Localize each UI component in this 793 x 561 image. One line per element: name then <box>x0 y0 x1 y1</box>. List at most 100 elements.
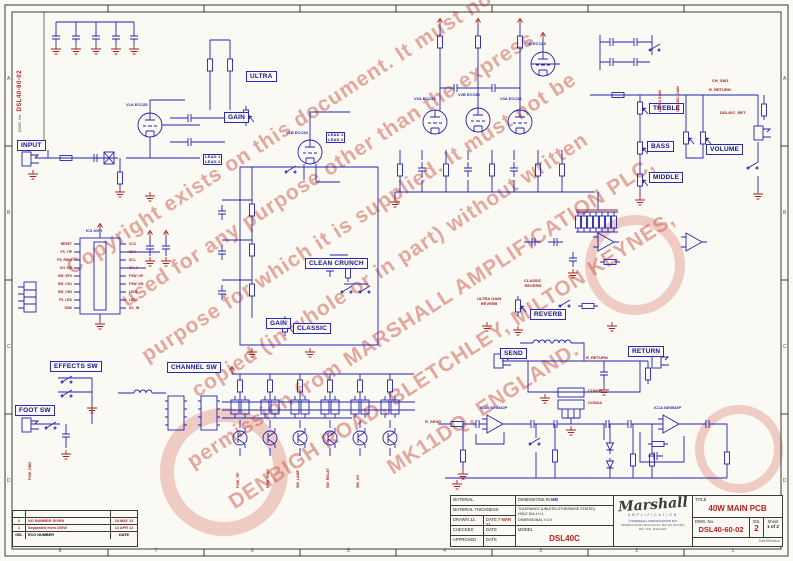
net-vert-ultra: ULTRA GAIN <box>658 90 662 112</box>
tb-drawn: DRAWN JJ. <box>451 516 484 526</box>
net-dsl40c-ret: DSL40C_RET <box>720 110 746 115</box>
part-v1b: V1B ECC83 <box>286 130 308 135</box>
tb-sheet-value: 1 of 2 <box>767 524 779 529</box>
side-drawing-number: DWG. No. DSL40-60-02 <box>17 70 23 132</box>
net-sw-relay: SW_RELAY <box>326 468 330 488</box>
revision-row-1: 1 Separated from 100W 12 APR 12 <box>13 525 137 532</box>
net-fsw-ring: FSW_RING <box>266 469 270 488</box>
logo-copyright: © MARSHALL AMPLIFICATION PLC <box>628 519 678 523</box>
tb-corner-note: Date/Revision <box>758 539 780 543</box>
net-ultra-reverb: ULTRA GAIN REVERB <box>477 296 502 306</box>
part-ic1a: IC1A NE5532P <box>654 405 682 410</box>
zone-letter: C <box>7 344 11 350</box>
tb-title-value: 40W MAIN PCB <box>708 504 767 513</box>
tb-approved-date: DATE <box>484 536 516 546</box>
zone-letter: D <box>7 478 11 484</box>
rev1-iss: 1 <box>13 525 26 531</box>
watermark-arc <box>695 405 783 493</box>
logo-address: DENBIGH ROAD, BLETCHLEY, MILTON KEYNES, … <box>621 523 685 531</box>
tb-model: MODEL DSL40C <box>516 526 614 546</box>
tb-iss-value: 2 <box>754 524 759 533</box>
zone-number: 1 <box>731 548 735 554</box>
part-v2b: V2B ECC83 <box>458 92 480 97</box>
rev2-eco: NO NUMBER GIVEN <box>26 518 111 524</box>
connector-pin-labels-right: VCC SDA SCL CH_A FSW_UP FSW_DN LED1 LED2… <box>129 242 144 310</box>
part-ic3: IC3 4051 <box>86 228 103 233</box>
revision-header-row: ISS. ECO NUMBER DATE <box>13 532 137 539</box>
tb-title: TITLE 40W MAIN PCB <box>693 496 782 518</box>
logo-subtitle: AMPLIFICATION <box>627 513 679 517</box>
part-v3b: V3B ECC83 <box>524 41 546 46</box>
tb-dimensions: DIMENSIONS IN MM <box>516 496 614 506</box>
tb-checked: CHECKED <box>451 526 484 536</box>
zone-letter: B <box>783 210 787 216</box>
zone-numbers: 8 7 6 5 4 3 2 1 <box>12 548 781 554</box>
watermark-arc <box>585 215 685 315</box>
title-block: MATERIAL MATERIAL THICKNESS DRAWN JJ. DA… <box>450 495 783 547</box>
tb-dwg-value: DSL40-60-02 <box>698 525 744 534</box>
rev-header-eco: ECO NUMBER <box>26 532 111 539</box>
label-volume: VOLUME <box>706 144 744 156</box>
label-bass: BASS <box>647 141 674 153</box>
tb-material: MATERIAL <box>451 496 516 506</box>
label-gain-mid: GAIN <box>266 318 292 330</box>
label-return: RETURN <box>628 346 665 358</box>
zone-number: 3 <box>539 548 543 554</box>
label-channel-sw: CHANNEL SW <box>167 362 221 374</box>
net-sw-lamp: SW_LAMP <box>296 470 300 488</box>
net-con2b: CON2B <box>588 388 603 393</box>
part-v1a: V1A ECC83 <box>126 102 148 107</box>
rev-header-date: DATE <box>118 533 130 537</box>
zone-number: 7 <box>154 548 158 554</box>
tb-drawn-date: DATE 7 MAR 11 <box>484 516 516 526</box>
net-sw-ch: SW_CH <box>356 475 360 488</box>
label-foot-sw: FOOT SW <box>15 405 55 417</box>
zone-number: 4 <box>443 548 446 554</box>
part-ic1b: IC1B NE5532P <box>480 405 508 410</box>
zone-letter: A <box>783 76 787 82</box>
net-con2a: CON2A <box>588 400 603 405</box>
net-ch-sw: CH_SW1 <box>712 78 729 83</box>
zone-number: 8 <box>58 548 62 554</box>
zone-number: 2 <box>635 548 639 554</box>
rev2-iss: 2 <box>13 518 26 524</box>
net-r-return: R_RETURN <box>709 87 731 92</box>
connector-pin-labels-left: RESET FS_TIP FS_RING CH_SW SW_EFX SW_CH1… <box>57 242 72 310</box>
label-effects-sw: EFFECTS SW <box>50 361 102 373</box>
net-vert-classic: CLASSIC GAIN <box>676 86 680 112</box>
zone-number: 6 <box>250 548 254 554</box>
label-clean-crunch: CLEAN CRUNCH <box>305 258 368 270</box>
rev1-eco: Separated from 100W <box>26 525 111 531</box>
net-r-send: R_SEND <box>425 419 442 424</box>
rev1-date: 12 APR 12 <box>114 526 134 530</box>
zone-number: 5 <box>347 548 350 554</box>
side-dwg-value: DSL40-60-02 <box>17 70 23 112</box>
label-reverb: REVERB <box>530 309 567 321</box>
label-middle: MIDDLE <box>649 172 684 184</box>
revision-row-2: 2 NO NUMBER GIVEN 18 MAY 12 <box>13 518 137 525</box>
zone-letter: C <box>783 344 787 350</box>
net-r-return-mid: R_RETURN <box>586 355 608 360</box>
net-fsw-gnd: FSW_GND <box>28 462 32 480</box>
rev2-date: 18 MAY 12 <box>114 519 134 523</box>
label-classic: CLASSIC <box>293 323 331 335</box>
tb-material-thickness: MATERIAL THICKNESS <box>451 506 516 516</box>
net-classic-reverb: CLASSIC REVERB <box>524 278 542 288</box>
label-gain-top: GAIN <box>224 112 250 124</box>
part-v3a: V3A ECC83 <box>500 96 522 101</box>
label-lead12-a: LEAD 1 LEAD 2 <box>203 154 223 166</box>
label-treble: TREBLE <box>649 103 685 115</box>
tb-sheet: Sheet 1 of 2 <box>764 518 782 538</box>
label-input: INPUT <box>17 140 46 152</box>
zone-letter: B <box>7 210 11 216</box>
tb-checked-date: DATE <box>484 526 516 536</box>
tb-iss: ISS. 2 <box>750 518 764 538</box>
zone-letter: A <box>7 76 11 82</box>
label-lead12-b: LEAD 1 LEAD 2 <box>326 132 346 144</box>
tb-dwg: DWG. No. DSL40-60-02 <box>693 518 750 538</box>
net-fsw-tip: FSW_TIP <box>236 472 240 488</box>
side-dwg-label: DWG. No. <box>17 113 22 132</box>
tb-approved: APPROVED <box>451 536 484 546</box>
